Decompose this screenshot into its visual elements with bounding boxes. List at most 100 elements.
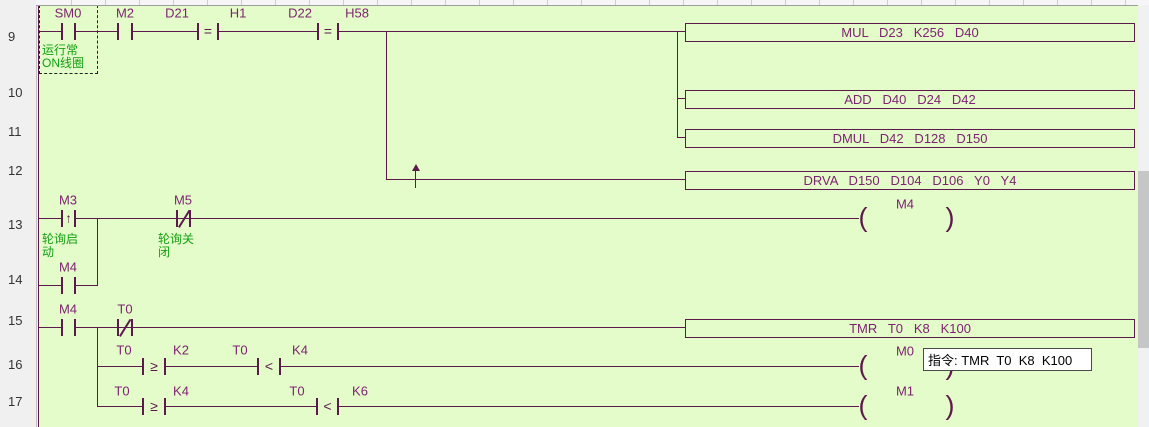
- ruler-tick: [717, 0, 718, 5]
- device-label: M4: [895, 196, 915, 212]
- ruler-tick: [955, 0, 956, 5]
- instruction-box[interactable]: MUL D23 K256 D40: [685, 23, 1135, 42]
- up-arrow-cursor-icon: [415, 168, 416, 188]
- ruler-tick: [921, 0, 922, 5]
- device-label: D22: [288, 5, 312, 21]
- contact-bar[interactable]: [61, 277, 63, 294]
- wire: [677, 31, 678, 138]
- rung-number: 16: [8, 357, 23, 372]
- contact-bar[interactable]: [257, 358, 259, 375]
- ruler-tick: [309, 0, 310, 5]
- contact-gap: [118, 25, 132, 38]
- device-label: M2: [115, 5, 135, 21]
- contact-gap: [62, 25, 75, 38]
- up-arrow-head-icon: [412, 164, 420, 171]
- ruler-tick: [71, 0, 72, 5]
- vertical-scrollbar-thumb[interactable]: [1138, 171, 1149, 348]
- comment-text: 轮询启 动: [42, 232, 79, 259]
- comment-text: 轮询关 闭: [158, 232, 195, 259]
- ruler-tick: [105, 0, 106, 5]
- contact-gap: [62, 212, 75, 225]
- contact-bar[interactable]: [74, 319, 76, 336]
- instruction-box[interactable]: DMUL D42 D128 D150: [685, 129, 1135, 148]
- contact-bar[interactable]: [317, 23, 319, 40]
- top-ruler: [36, 0, 1149, 6]
- contact-bar[interactable]: [61, 210, 63, 227]
- wire: [38, 327, 686, 328]
- instruction-box[interactable]: TMR T0 K8 K100: [685, 319, 1135, 338]
- device-label: M4: [58, 301, 78, 317]
- contact-bar[interactable]: [131, 319, 133, 336]
- compare-operator-icon: <: [323, 398, 332, 414]
- rung-number: 17: [8, 394, 23, 409]
- coil-open-paren-icon[interactable]: (: [858, 390, 868, 421]
- ruler-tick: [649, 0, 650, 5]
- coil-open-paren-icon[interactable]: (: [858, 202, 868, 233]
- rising-edge-icon: ↑: [65, 210, 72, 226]
- wire: [38, 218, 859, 219]
- ruler-tick: [683, 0, 684, 5]
- instruction-box[interactable]: DRVA D150 D104 D106 Y0 Y4: [685, 171, 1135, 190]
- contact-bar[interactable]: [217, 23, 219, 40]
- contact-bar[interactable]: [74, 277, 76, 294]
- contact-bar[interactable]: [117, 23, 119, 40]
- wire: [97, 218, 98, 286]
- contact-bar[interactable]: [164, 398, 166, 415]
- device-label: K4: [173, 383, 189, 399]
- instruction-box[interactable]: ADD D40 D24 D42: [685, 90, 1135, 109]
- contact-bar[interactable]: [197, 23, 199, 40]
- contact-bar[interactable]: [142, 358, 144, 375]
- ruler-tick: [377, 0, 378, 5]
- contact-bar[interactable]: [316, 398, 318, 415]
- wire: [38, 31, 686, 32]
- contact-bar[interactable]: [61, 23, 63, 40]
- wire: [97, 327, 98, 407]
- contact-bar[interactable]: [189, 210, 191, 227]
- contact-bar[interactable]: [176, 210, 178, 227]
- contact-bar[interactable]: [74, 23, 76, 40]
- contact-gap: [318, 25, 338, 38]
- contact-bar[interactable]: [337, 23, 339, 40]
- contact-bar[interactable]: [74, 210, 76, 227]
- device-label: M5: [173, 192, 193, 208]
- compare-operator-icon: ≥: [150, 358, 158, 374]
- ruler-tick: [411, 0, 412, 5]
- contact-gap: [258, 360, 280, 373]
- contact-bar[interactable]: [279, 358, 281, 375]
- rung-number: 9: [8, 29, 16, 44]
- device-label: K2: [173, 342, 189, 358]
- contact-gap: [317, 400, 338, 413]
- contact-bar[interactable]: [337, 398, 339, 415]
- ruler-tick: [343, 0, 344, 5]
- contact-bar[interactable]: [131, 23, 133, 40]
- ruler-tick: [207, 0, 208, 5]
- ruler-tick: [513, 0, 514, 5]
- selection-box[interactable]: [39, 5, 98, 74]
- rung-number: 13: [8, 217, 23, 232]
- ruler-tick: [139, 0, 140, 5]
- device-label: T0: [117, 301, 133, 317]
- ruler-tick: [173, 0, 174, 5]
- contact-bar[interactable]: [61, 319, 63, 336]
- contact-bar[interactable]: [164, 358, 166, 375]
- device-label: H58: [345, 5, 369, 21]
- coil-close-paren-icon[interactable]: ): [945, 202, 955, 233]
- device-label: M3: [58, 192, 78, 208]
- ruler-tick: [853, 0, 854, 5]
- device-label: M4: [58, 259, 78, 275]
- coil-open-paren-icon[interactable]: (: [858, 350, 868, 381]
- coil-close-paren-icon[interactable]: ): [945, 390, 955, 421]
- rung-number: 14: [8, 272, 23, 287]
- contact-bar[interactable]: [142, 398, 144, 415]
- compare-operator-icon: =: [203, 23, 213, 39]
- compare-operator-icon: ≥: [150, 398, 158, 414]
- compare-operator-icon: =: [323, 23, 333, 39]
- ruler-tick: [1023, 0, 1024, 5]
- contact-bar[interactable]: [117, 319, 119, 336]
- wire: [677, 98, 686, 99]
- rung-number: 12: [8, 163, 23, 178]
- contact-gap: [198, 25, 218, 38]
- ruler-tick: [887, 0, 888, 5]
- contact-gap: [143, 400, 165, 413]
- ruler-tick: [1125, 0, 1126, 5]
